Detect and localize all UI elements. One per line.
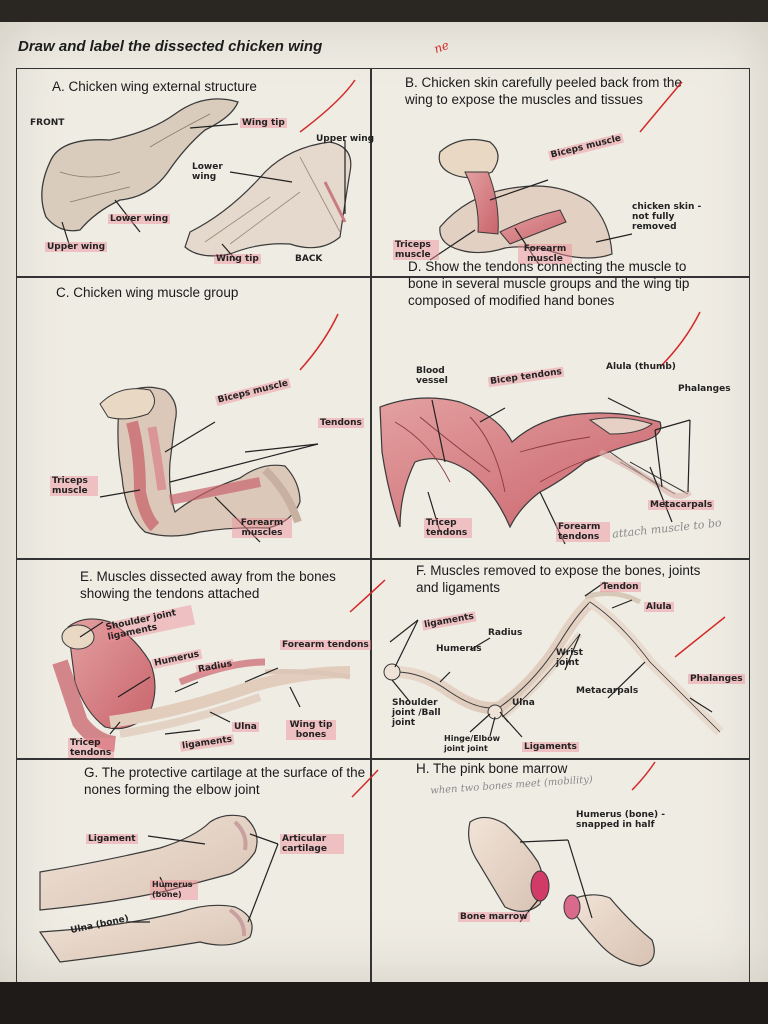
label-d-alula: Alula (thumb) <box>606 362 676 372</box>
label-f-shoulder-joint: Shoulder joint /Ball joint <box>392 698 441 728</box>
heading-d: D. Show the tendons connecting the muscl… <box>408 259 690 308</box>
label-e-ulna: Ulna <box>232 722 259 732</box>
label-a-wing-tip-2: Wing tip <box>214 254 261 264</box>
label-c-tendons: Tendons <box>318 418 364 428</box>
label-a-lower-wing: Lower wing <box>108 214 171 224</box>
page-title: Draw and label the dissected chicken win… <box>18 38 323 55</box>
label-b-skin: chicken skin - not fully removed <box>632 202 702 232</box>
label-f-wrist-joint: Wrist joint <box>556 648 583 668</box>
label-f-ligaments-bottom: Ligaments <box>522 742 579 752</box>
label-b-triceps: Triceps muscle <box>393 240 439 260</box>
dissected-muscles-drawing <box>52 618 351 752</box>
heading-b: B. Chicken skin carefully peeled back fr… <box>405 75 682 107</box>
label-back: BACK <box>295 254 323 264</box>
label-b-forearm: Forearm muscle <box>518 244 572 264</box>
label-h-humerus: Humerus (bone) - snapped in half <box>576 810 665 830</box>
wing-front-drawing <box>41 98 239 232</box>
label-a-upper-wing: Upper wing <box>45 242 108 252</box>
tendons-drawing <box>379 397 692 529</box>
worksheet-page: Draw and label the dissected chicken win… <box>0 22 768 982</box>
wing-back-drawing <box>184 141 352 257</box>
label-d-tricep-tendons: Tricep tendons <box>424 518 472 538</box>
drawings-layer <box>38 79 726 967</box>
cartilage-elbow-drawing <box>38 814 258 963</box>
label-f-hinge-joint: Hinge/Elbow joint joint <box>444 734 501 753</box>
label-c-forearm: Forearm muscles <box>232 518 292 538</box>
label-f-ulna: Ulna <box>512 698 535 708</box>
label-g-humerus: Humerus (bone) <box>150 880 198 900</box>
label-f-radius: Radius <box>488 628 523 638</box>
label-c-triceps: Triceps muscle <box>50 476 98 496</box>
heading-g: G. The protective cartilage at the surfa… <box>84 765 366 797</box>
label-g-articular: Articular cartilage <box>280 834 344 854</box>
label-a-lower-wing-right: Lower wing <box>192 162 223 182</box>
label-h-marrow: Bone marrow <box>458 912 530 922</box>
worksheet-grid <box>16 68 750 982</box>
label-f-alula: Alula <box>644 602 674 612</box>
label-d-forearm-tendons: Forearm tendons <box>556 522 610 542</box>
label-d-blood-vessel: Blood vessel <box>416 366 448 386</box>
label-e-forearm-tendons: Forearm tendons <box>280 640 371 650</box>
label-d-metacarpals: Metacarpals <box>648 500 715 510</box>
muscle-group-drawing <box>99 386 302 537</box>
red-check-marks <box>299 79 726 798</box>
label-e-wing-tip-bones: Wing tip bones <box>286 720 336 740</box>
heading-f: F. Muscles removed to expose the bones, … <box>416 563 701 595</box>
label-front: FRONT <box>30 118 65 128</box>
heading-c: C. Chicken wing muscle group <box>56 285 239 300</box>
heading-a: A. Chicken wing external structure <box>52 79 257 94</box>
label-a-upper-wing-right: Upper wing <box>316 134 375 144</box>
bone-marrow-drawing <box>468 816 655 967</box>
label-f-humerus: Humerus <box>436 644 482 654</box>
label-f-tendon: Tendon <box>600 582 641 592</box>
label-a-wing-tip: Wing tip <box>240 118 287 128</box>
label-g-ligament: Ligament <box>86 834 138 844</box>
skin-peeled-drawing <box>438 139 613 259</box>
label-e-tricep-tendons: Tricep tendons <box>68 738 114 758</box>
label-f-metacarpals: Metacarpals <box>576 686 639 696</box>
label-d-phalanges: Phalanges <box>678 384 731 394</box>
heading-e: E. Muscles dissected away from the bones… <box>80 569 336 601</box>
label-f-phalanges: Phalanges <box>688 674 745 684</box>
bones-joints-drawing <box>383 590 724 736</box>
heading-h: H. The pink bone marrow <box>416 761 568 776</box>
